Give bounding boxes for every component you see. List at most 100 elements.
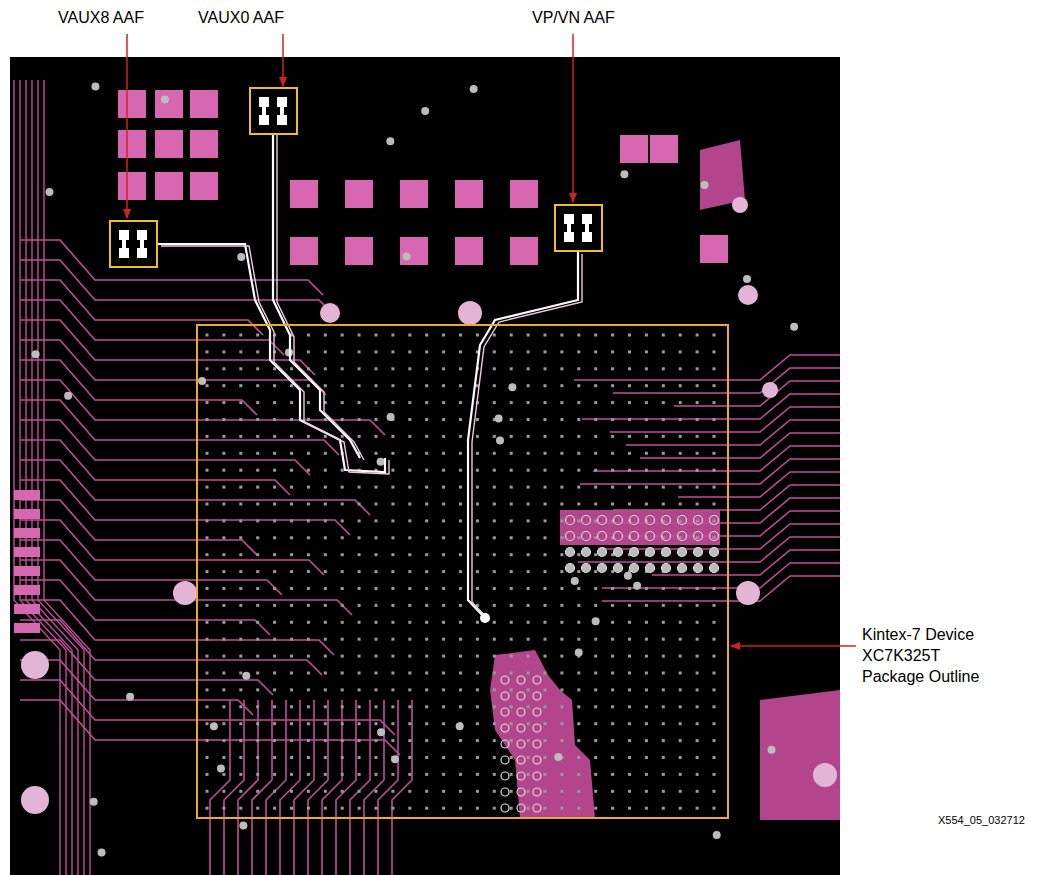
pcb-artwork <box>633 582 641 590</box>
pcb-artwork <box>290 553 293 556</box>
pcb-artwork <box>425 807 428 810</box>
pcb-artwork <box>375 790 378 793</box>
pcb-artwork <box>425 503 428 506</box>
pcb-artwork <box>20 460 370 515</box>
pcb-artwork <box>320 303 340 323</box>
pcb-artwork <box>611 418 614 421</box>
pcb-artwork <box>425 469 428 472</box>
board-artwork <box>14 80 840 875</box>
pcb-artwork <box>577 621 580 624</box>
pcb-artwork <box>517 708 525 716</box>
pcb-artwork <box>222 367 225 370</box>
pcb-artwork <box>375 604 378 607</box>
pcb-artwork <box>358 722 361 725</box>
pcb-artwork <box>594 367 597 370</box>
pcb-artwork <box>476 705 479 708</box>
pcb-artwork <box>679 739 682 742</box>
pcb-artwork <box>624 572 632 580</box>
pcb-artwork <box>510 790 513 793</box>
pcb-artwork <box>442 739 445 742</box>
pcb-artwork <box>501 804 509 812</box>
pcb-artwork <box>290 604 293 607</box>
pcb-artwork <box>324 790 327 793</box>
pcb-artwork <box>501 724 509 732</box>
pcb-artwork <box>341 519 344 522</box>
pcb-artwork <box>527 334 530 337</box>
pcb-artwork <box>470 85 478 93</box>
pcb-artwork <box>614 516 623 525</box>
pcb-artwork <box>239 604 242 607</box>
pcb-artwork <box>544 519 547 522</box>
pcb-artwork <box>710 564 719 573</box>
pcb-artwork <box>459 452 462 455</box>
pcb-artwork <box>307 773 310 776</box>
pcb-artwork <box>577 672 580 675</box>
pcb-artwork <box>594 570 597 573</box>
pcb-artwork <box>560 773 563 776</box>
pcb-artwork <box>391 486 394 489</box>
pcb-artwork <box>239 688 242 691</box>
pcb-artwork <box>222 621 225 624</box>
pcb-artwork <box>266 700 286 875</box>
pcb-artwork <box>577 384 580 387</box>
pcb-artwork <box>645 587 648 590</box>
pcb-artwork <box>611 688 614 691</box>
pcb-artwork <box>679 621 682 624</box>
pcb-artwork <box>710 532 719 541</box>
pcb-artwork <box>533 756 541 764</box>
pcb-artwork <box>611 773 614 776</box>
pcb-artwork <box>341 435 344 438</box>
pcb-artwork <box>517 804 525 812</box>
pcb-artwork <box>222 756 225 759</box>
pcb-artwork <box>510 536 513 539</box>
pcb-artwork <box>324 367 327 370</box>
pcb-artwork <box>459 621 462 624</box>
pcb-artwork <box>358 553 361 556</box>
pcb-artwork <box>307 553 310 556</box>
pcb-artwork <box>217 764 225 772</box>
pcb-artwork <box>442 722 445 725</box>
pcb-artwork <box>375 503 378 506</box>
pcb-artwork <box>324 503 327 506</box>
pcb-artwork <box>290 790 293 793</box>
pcb-artwork <box>577 790 580 793</box>
pcb-artwork <box>767 746 775 754</box>
pcb-artwork <box>517 756 525 764</box>
pcb-artwork <box>501 676 509 684</box>
pcb-artwork <box>358 401 361 404</box>
pcb-artwork <box>510 401 513 404</box>
pcb-artwork <box>527 773 530 776</box>
pcb-artwork <box>533 804 541 812</box>
pcb-artwork <box>679 418 682 421</box>
pcb-artwork <box>459 688 462 691</box>
pcb-artwork <box>594 722 597 725</box>
pcb-artwork <box>239 486 242 489</box>
pcb-artwork <box>594 418 597 421</box>
pcb-artwork <box>459 435 462 438</box>
pcb-artwork <box>222 672 225 675</box>
pcb-artwork <box>628 604 631 607</box>
pcb-artwork <box>358 638 361 641</box>
pcb-artwork <box>696 790 699 793</box>
pcb-artwork <box>566 564 575 573</box>
pcb-artwork <box>206 435 209 438</box>
pcb-artwork <box>14 623 40 633</box>
pcb-artwork <box>391 705 394 708</box>
pcb-artwork <box>594 486 597 489</box>
pcb-artwork <box>256 604 259 607</box>
pcb-artwork <box>290 503 293 506</box>
pcb-artwork <box>324 418 327 421</box>
pcb-artwork <box>696 655 699 658</box>
pcb-artwork <box>290 688 293 691</box>
pcb-artwork <box>364 700 384 875</box>
pcb-artwork <box>273 384 276 387</box>
pcb-artwork <box>408 401 411 404</box>
pcb-artwork <box>713 384 716 387</box>
pcb-artwork <box>459 570 462 573</box>
pcb-artwork <box>476 452 479 455</box>
pcb-artwork <box>611 672 614 675</box>
pcb-artwork <box>425 452 428 455</box>
pcb-artwork <box>628 790 631 793</box>
pcb-artwork <box>628 621 631 624</box>
pcb-artwork <box>324 638 327 641</box>
